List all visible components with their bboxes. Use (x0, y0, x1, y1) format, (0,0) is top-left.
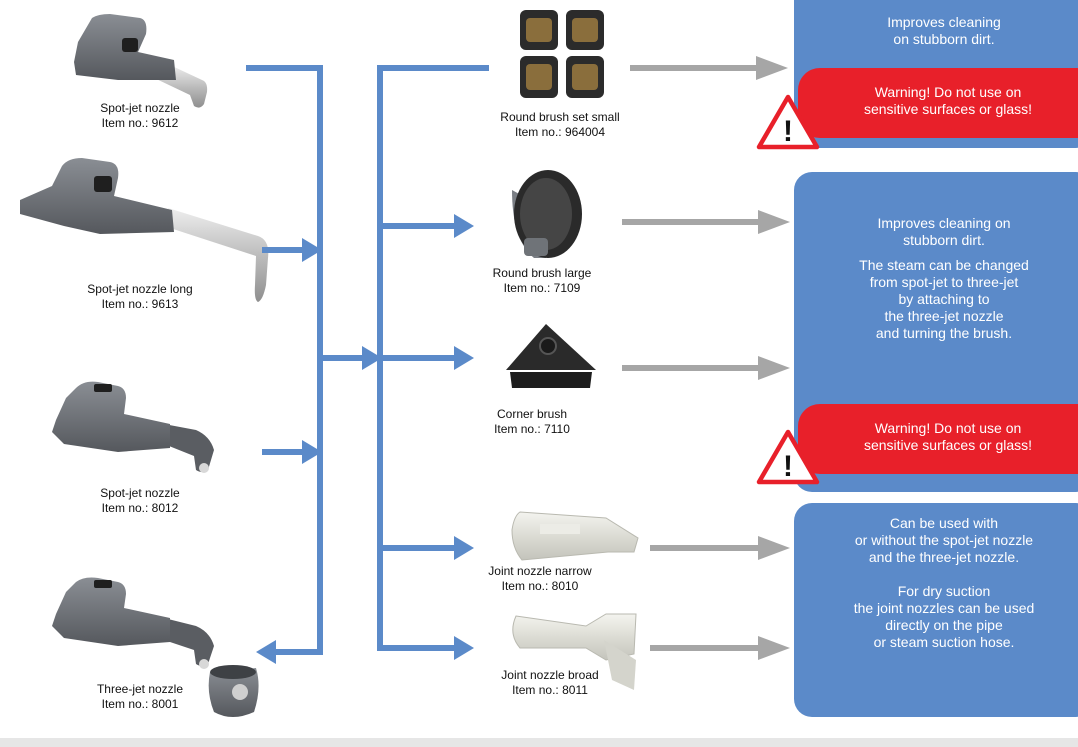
warning-line-2: sensitive surfaces or glass! (863, 437, 1033, 453)
warning-banner-top: Warning! Do not use on sensitive surface… (798, 68, 1078, 138)
spot-jet-nozzle-8012-image (52, 381, 214, 473)
caption-round-brush-set-small: Round brush set small Item no.: 964004 (460, 110, 660, 140)
info-box-2-line-6: the three-jet nozzle (884, 308, 1004, 324)
caption-joint-nozzle-narrow: Joint nozzle narrow Item no.: 8010 (440, 564, 640, 594)
caption-corner-brush: Corner brush Item no.: 7110 (432, 407, 632, 437)
info-box-2-line-4: from spot-jet to three-jet (869, 274, 1019, 290)
caption-name: Three-jet nozzle (96, 682, 184, 696)
caption-name: Round brush large (492, 266, 592, 280)
info-box-2-line-2: stubborn dirt. (903, 232, 985, 248)
arrowhead-to-three-jet (256, 640, 276, 664)
caption-name: Joint nozzle narrow (488, 564, 592, 578)
gray-arrow-3 (622, 356, 790, 380)
arrowhead-middle (362, 346, 382, 370)
arrowhead-to-corner-brush (454, 346, 474, 370)
info-box-3-line-3: and the three-jet nozzle. (868, 549, 1020, 565)
caption-name: Spot-jet nozzle long (87, 282, 193, 296)
info-box-3-line-6: directly on the pipe (885, 617, 1003, 633)
warning-triangle-icon: ! (756, 429, 820, 485)
caption-item: Item no.: 964004 (514, 125, 606, 139)
warning-symbol: ! (783, 450, 793, 483)
caption-item: Item no.: 9613 (101, 297, 179, 311)
arrowhead-to-round-brush-large (454, 214, 474, 238)
gray-arrow-5 (650, 636, 790, 660)
info-box-joint-nozzles: Can be used with or without the spot-jet… (794, 503, 1078, 717)
caption-item: Item no.: 8012 (101, 501, 179, 515)
caption-item: Item no.: 9612 (101, 116, 179, 130)
arrowhead-to-spot-jet-8012 (302, 440, 322, 464)
three-jet-cap-image (208, 665, 259, 717)
caption-spot-jet-nozzle-9612: Spot-jet nozzle Item no.: 9612 (40, 101, 240, 131)
arrowhead-to-spot-jet-long (302, 238, 322, 262)
gray-arrow-4 (650, 536, 790, 560)
warning-triangle-icon: ! (756, 94, 820, 150)
info-box-2-line-5: by attaching to (898, 291, 990, 307)
caption-round-brush-large: Round brush large Item no.: 7109 (442, 266, 642, 296)
caption-three-jet-nozzle-8001: Three-jet nozzle Item no.: 8001 (40, 682, 240, 712)
caption-item: Item no.: 8010 (501, 579, 579, 593)
warning-line-2: sensitive surfaces or glass! (863, 101, 1033, 117)
caption-item: Item no.: 8001 (101, 697, 179, 711)
info-box-3-line-5: the joint nozzles can be used (853, 600, 1035, 616)
info-box-3-line-1: Can be used with (889, 515, 999, 531)
info-box-3-line-2: or without the spot-jet nozzle (854, 532, 1034, 548)
round-brush-large-image (512, 170, 582, 258)
caption-joint-nozzle-broad: Joint nozzle broad Item no.: 8011 (450, 668, 650, 698)
joint-nozzle-broad-image (512, 613, 637, 690)
caption-spot-jet-nozzle-long-9613: Spot-jet nozzle long Item no.: 9613 (40, 282, 240, 312)
caption-name: Round brush set small (500, 110, 620, 124)
caption-name: Spot-jet nozzle (100, 486, 180, 500)
spot-jet-nozzle-image (74, 14, 208, 108)
warning-line-1: Warning! Do not use on (874, 420, 1022, 436)
info-box-2-line-7: and turning the brush. (875, 325, 1013, 341)
caption-name: Spot-jet nozzle (100, 101, 180, 115)
caption-spot-jet-nozzle-8012: Spot-jet nozzle Item no.: 8012 (40, 486, 240, 516)
arrowhead-to-joint-narrow (454, 536, 474, 560)
warning-banner-bottom: Warning! Do not use on sensitive surface… (798, 404, 1078, 474)
caption-name: Corner brush (496, 407, 568, 421)
footer-strip (0, 738, 1078, 747)
info-box-2-line-1: Improves cleaning on (877, 215, 1011, 231)
spot-jet-nozzle-long-image (20, 158, 269, 302)
joint-nozzle-narrow-image (511, 511, 639, 561)
corner-brush-image (506, 324, 596, 388)
info-box-1-line-1: Improves cleaning (887, 14, 1001, 30)
caption-item: Item no.: 8011 (512, 683, 588, 697)
round-brush-set-small-image (520, 10, 604, 98)
info-box-2-line-3: The steam can be changed (859, 257, 1029, 273)
connector-arrowheads (256, 214, 474, 664)
caption-item: Item no.: 7110 (494, 422, 570, 436)
info-box-3-line-4: For dry suction (897, 583, 991, 599)
warning-symbol: ! (783, 115, 793, 148)
arrowhead-to-joint-broad (454, 636, 474, 660)
caption-name: Joint nozzle broad (501, 668, 599, 682)
connector-left-bracket (246, 65, 323, 655)
gray-arrows (622, 56, 790, 660)
three-jet-nozzle-image (52, 577, 214, 669)
gray-arrow-1 (630, 56, 788, 80)
info-box-1-line-2: on stubborn dirt. (893, 31, 995, 47)
caption-item: Item no.: 7109 (503, 281, 581, 295)
warning-line-1: Warning! Do not use on (874, 84, 1022, 100)
info-box-3-line-7: or steam suction hose. (873, 634, 1015, 650)
gray-arrow-2 (622, 210, 790, 234)
